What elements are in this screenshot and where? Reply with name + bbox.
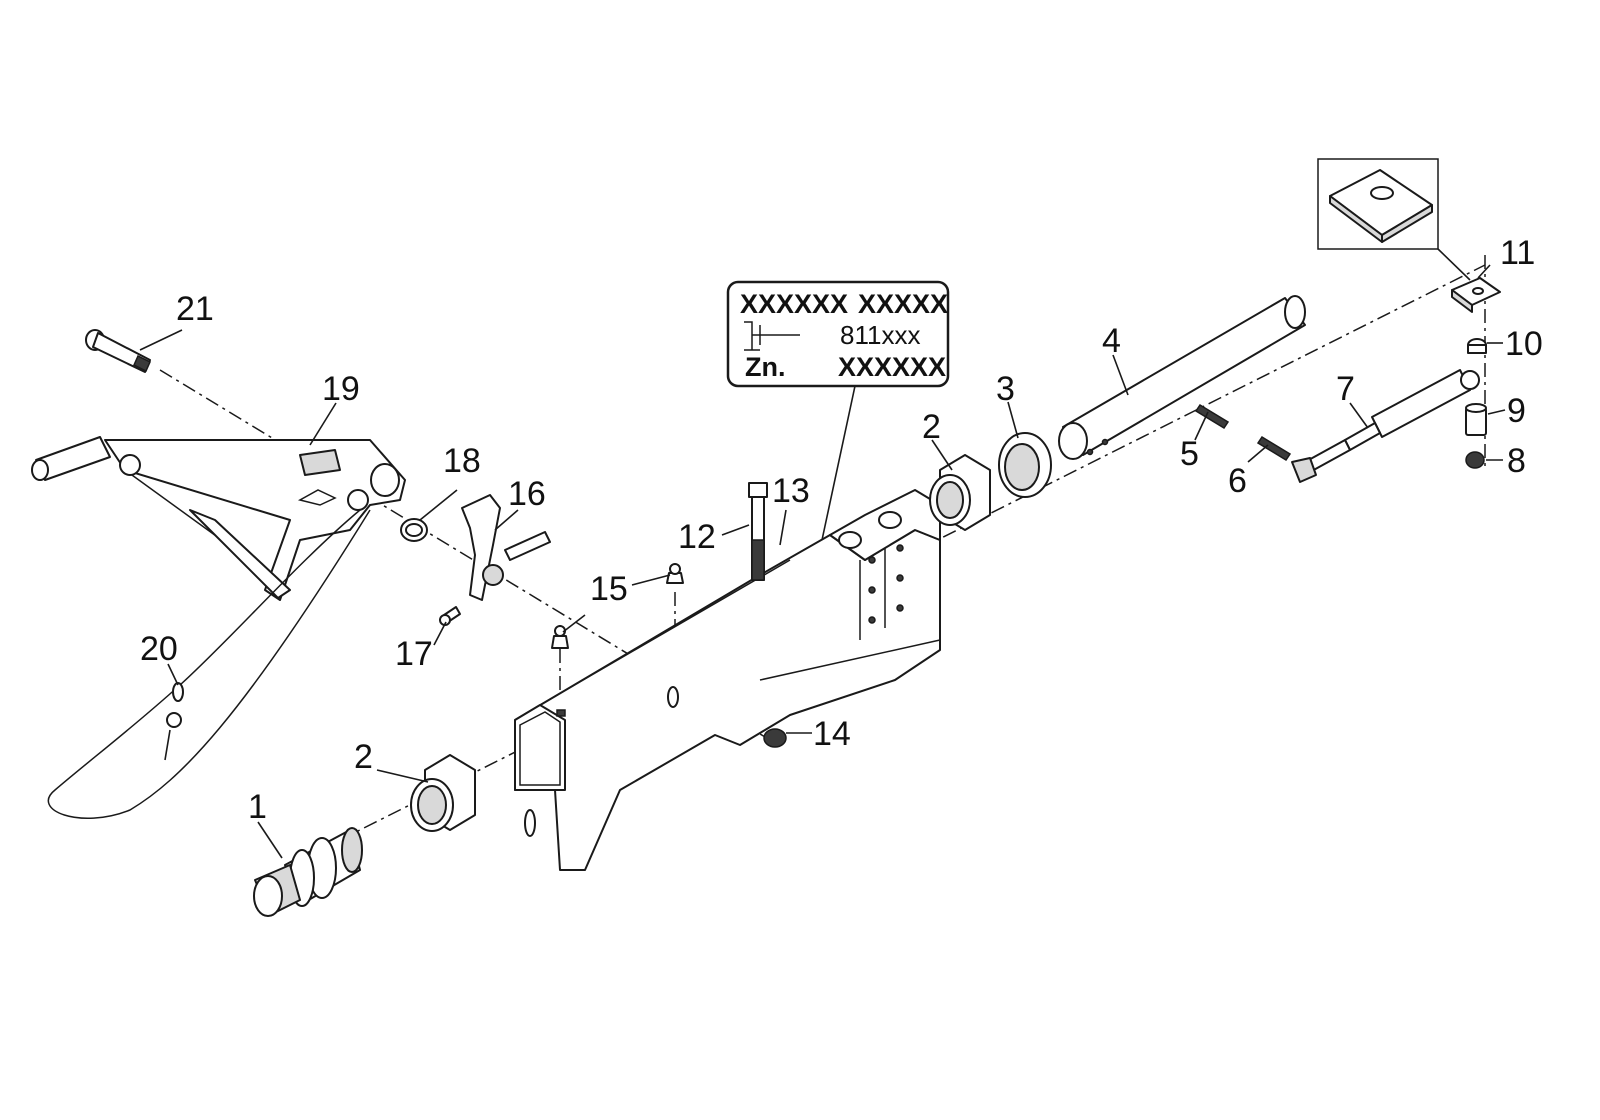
type-plate-row1-left: XXXXXX: [740, 289, 848, 319]
latch-16: [461, 494, 551, 601]
callout-21: 21: [176, 290, 214, 328]
callout-20: 20: [140, 630, 178, 668]
callout-15: 15: [590, 570, 628, 608]
gas-spring: [1291, 369, 1480, 483]
callout-14: 14: [813, 715, 851, 753]
bolt-12: [748, 482, 768, 581]
pin-21: [85, 329, 151, 373]
callout-12: 12: [678, 518, 716, 556]
drawbar-frame: [514, 489, 941, 871]
nut-8: [1465, 451, 1485, 469]
type-plate-row3-value: XXXXXX: [838, 352, 946, 382]
callout-16: 16: [508, 475, 546, 513]
tube: [1058, 295, 1306, 460]
callout-1: 1: [248, 788, 267, 826]
leader-lines: [139, 264, 1506, 859]
callout-4: 4: [1102, 322, 1121, 360]
type-plate: XXXXXX XXXXX 811xxx Zn. XXXXXX: [726, 280, 950, 541]
grease-nipple-15a: [666, 563, 684, 584]
callout-5: 5: [1180, 435, 1199, 473]
callout-13: 13: [772, 472, 810, 510]
load-weight-icon: [744, 321, 800, 351]
callout-2-upper: 2: [922, 408, 941, 446]
callout-19: 19: [322, 370, 360, 408]
spring-pin-5: [1194, 403, 1230, 430]
callout-6: 6: [1228, 462, 1247, 500]
callout-11: 11: [1500, 234, 1535, 272]
plate-11: [1451, 277, 1501, 313]
callout-10: 10: [1505, 325, 1543, 363]
type-plate-row2-value: 811xxx: [840, 320, 920, 350]
bushing-upper: [929, 454, 991, 531]
ring: [998, 432, 1052, 498]
type-plate-row1-right: XXXXX: [858, 289, 948, 319]
callout-3: 3: [996, 370, 1015, 408]
nut-14: [763, 728, 787, 748]
callout-18: 18: [443, 442, 481, 480]
callout-9: 9: [1507, 392, 1526, 430]
handbrake-lever: [31, 436, 406, 601]
washer-10: [1467, 338, 1487, 354]
nipple-17: [439, 606, 461, 626]
cable-20: [47, 509, 371, 819]
sleeve-9: [1465, 403, 1487, 436]
callout-2-lower: 2: [354, 738, 373, 776]
callout-numbers: 1 2 2 3 4 5 6 7 8 9 10 11 12 13 14 15 16…: [140, 234, 1543, 826]
callout-17: 17: [395, 635, 433, 673]
bushing-lower: [410, 754, 476, 832]
callout-7: 7: [1336, 370, 1355, 408]
spring-pin-6: [1256, 435, 1292, 462]
hose-boot: [253, 827, 363, 917]
ring-18: [400, 518, 428, 542]
callout-8: 8: [1507, 442, 1526, 480]
type-plate-row3-label: Zn.: [745, 352, 786, 382]
detail-inset: [1317, 158, 1471, 281]
